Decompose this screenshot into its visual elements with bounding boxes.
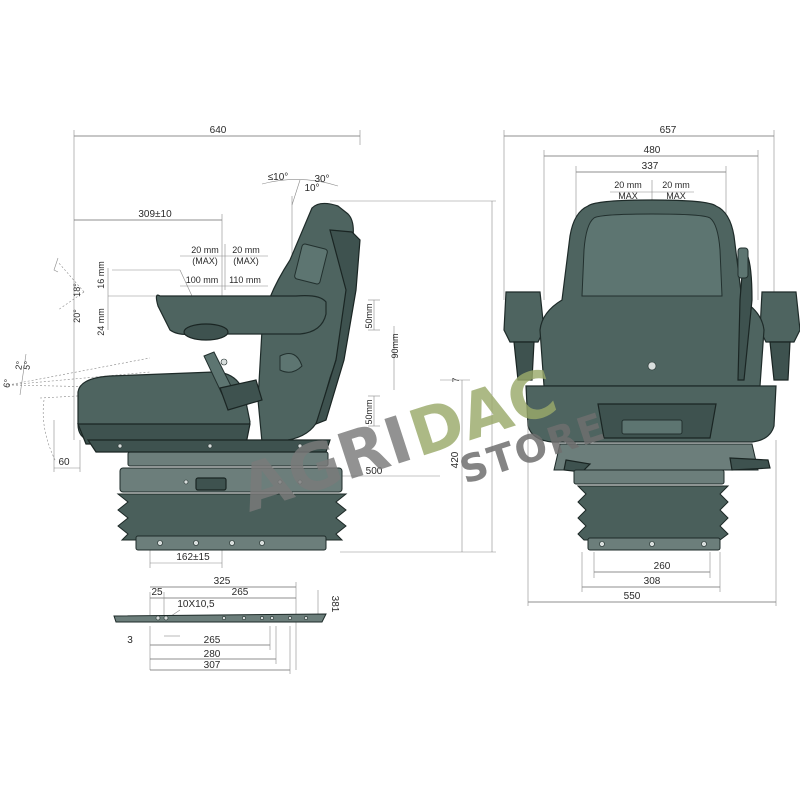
dim-cushion-angles: 2° 5° 6° [1, 353, 151, 463]
suspension-height-label: 420 [450, 451, 461, 468]
rail-detail: 325 25 265 10X10,5 381 3 265 280 [113, 576, 340, 674]
overall-width-label: 657 [660, 125, 677, 136]
lateral-adj-left-max-label: MAX [618, 191, 638, 201]
armrest-angle-18-label: 18° [72, 283, 82, 297]
lumbar-50-bottom-label: 50mm [364, 399, 374, 424]
lateral-adj-right-max-label: MAX [666, 191, 686, 201]
rail-length-label: 325 [214, 576, 231, 587]
base-offset-label: 162±15 [176, 552, 210, 563]
angle-min-label: 10° [304, 183, 319, 194]
armrest-angle-20-label: 20° [72, 309, 82, 323]
headrest-width-label: 337 [642, 161, 659, 172]
seat-offset-label: 309±10 [138, 209, 172, 220]
armrest-len-b-label: 110 mm [229, 275, 261, 285]
front-view: 657 480 337 20 mm MAX 20 mm MAX [503, 125, 800, 606]
bottom-offset-label: 3 [127, 635, 133, 646]
dim-base-holes: 260 [593, 552, 711, 578]
armrest-tilt-24-label: 24 mm [96, 308, 106, 336]
front-gap-label: 60 [58, 457, 70, 468]
lateral-adj-right-label: 20 mm [662, 180, 690, 190]
dim-seat-offset: 309±10 [74, 209, 223, 300]
cushion-angle-5-label: 5° [21, 360, 32, 371]
span-307-label: 307 [204, 660, 221, 671]
base-holes-label: 260 [654, 561, 671, 572]
dim-backrest-angles: ≤10° 30° 10° [261, 172, 339, 206]
armrest-adj-b-label: 20 mm [232, 245, 260, 255]
armrest-tilt-16-label: 16 mm [96, 261, 106, 289]
seat-side-illustration [77, 202, 361, 551]
lumbar-50-top-label: 50mm [364, 303, 374, 328]
slide-travel-label: 500 [366, 466, 383, 477]
armrest-adj-a-label: 20 mm [191, 245, 219, 255]
lateral-adj-left-label: 20 mm [614, 180, 642, 190]
rail-height-label: 381 [329, 596, 340, 613]
cushion-angle-6-label: 6° [1, 378, 12, 389]
backrest-width-label: 480 [644, 145, 661, 156]
dim-bottom-width: 550 [527, 420, 777, 606]
dim-front-gap: 60 [53, 420, 81, 472]
dim-armrest-angles: 18° 20° [53, 257, 85, 323]
armrest-len-a-label: 100 mm [186, 275, 219, 285]
armrest-adj-b-max-label: (MAX) [233, 256, 259, 266]
span-280-label: 280 [204, 649, 221, 660]
dim-armrest: 20 mm (MAX) 20 mm (MAX) 100 mm 110 mm 16… [96, 244, 268, 336]
dim-base-width: 308 [581, 552, 721, 592]
rail-slot-span-label: 265 [232, 587, 249, 598]
seat-front-illustration [503, 199, 800, 551]
armrest-adj-a-max-label: (MAX) [192, 256, 218, 266]
rail-offset-label: 25 [151, 587, 163, 598]
cushion-angle-2-label: 2° [13, 360, 24, 371]
slot-size-label: 10X10,5 [177, 599, 215, 610]
dim-overall-width: 657 [503, 125, 775, 300]
side-view: 640 309±10 ≤10° 30° 10° 20 mm (MAX) 20 m… [1, 125, 496, 568]
dim-backrest-width: 480 [543, 145, 759, 300]
dim-overall-depth: 640 [73, 125, 361, 440]
angle-back-label: 30° [314, 174, 329, 185]
base-width-label: 308 [644, 576, 661, 587]
bottom-span-label: 265 [204, 635, 221, 646]
angle-forward-label: ≤10° [268, 172, 289, 183]
rail-profile [113, 613, 327, 623]
lumbar-90-label: 90mm [390, 333, 400, 358]
bottom-width-label: 550 [624, 591, 641, 602]
overall-depth-label: 640 [210, 125, 227, 136]
